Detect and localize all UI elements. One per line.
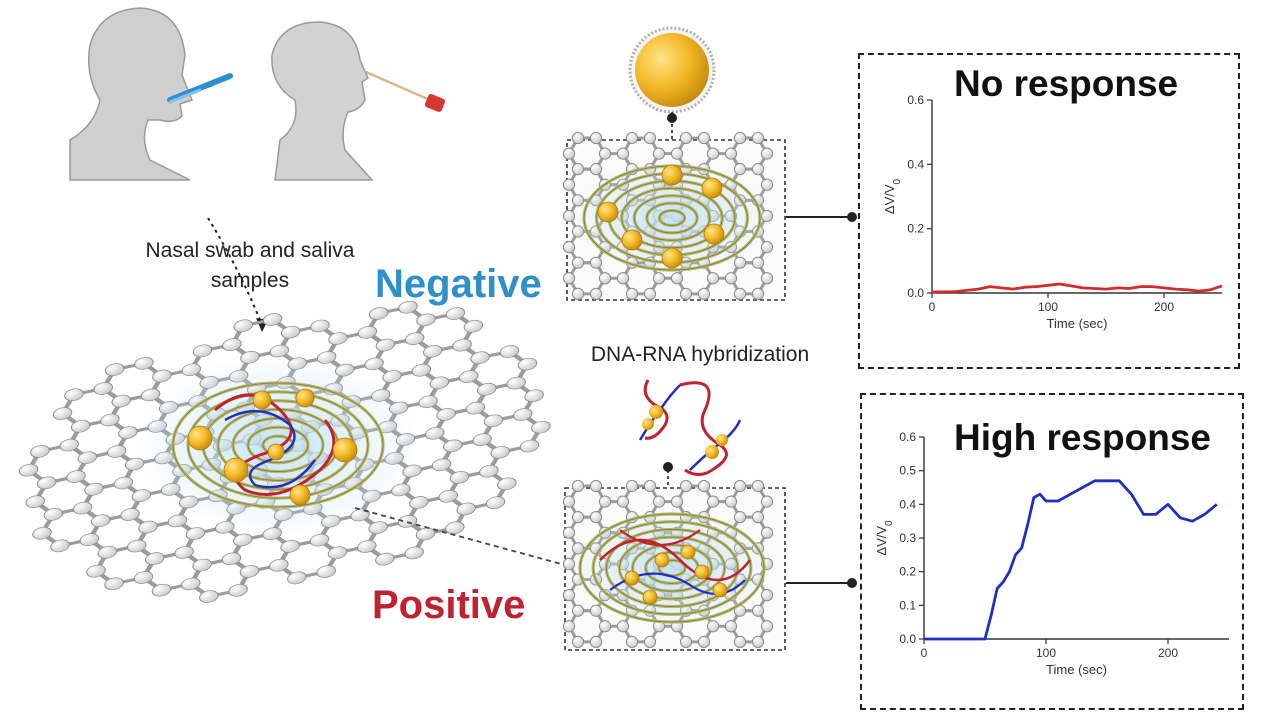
chart-title-high-response: High response [954, 417, 1211, 458]
y-tick-label: 0.6 [907, 93, 924, 107]
sample-caption: Nasal swab and saliva samples [110, 236, 390, 296]
x-axis-label: Time (sec) [1046, 662, 1107, 677]
zoom-connector [354, 507, 566, 566]
x-tick-label: 0 [929, 300, 936, 314]
x-tick-label: 0 [921, 646, 928, 660]
y-tick-label: 0.5 [899, 464, 916, 478]
person-nasal-swab-icon [271, 21, 446, 181]
y-axis-label: ΔV/V0 [874, 520, 895, 556]
x-tick-label: 100 [1036, 646, 1056, 660]
y-tick-label: 0.1 [899, 598, 916, 612]
series-line-0 [931, 282, 1223, 294]
negative-sensor [562, 131, 786, 301]
y-tick-label: 0.0 [907, 286, 924, 300]
y-tick-label: 0.4 [899, 497, 916, 511]
graphene-lattice-icon [18, 300, 551, 603]
sample-caption-line1: Nasal swab and saliva [145, 239, 355, 262]
person-saliva-swab-icon [69, 7, 233, 181]
hybridization-label: DNA-RNA hybridization [590, 343, 810, 366]
x-axis-label: Time (sec) [1047, 316, 1108, 331]
y-tick-label: 0.3 [899, 531, 916, 545]
sample-flow-arrow [207, 217, 263, 326]
y-tick-label: 0.6 [899, 430, 916, 444]
gold-nanoparticle-icon [628, 26, 716, 160]
y-tick-label: 0.2 [907, 222, 924, 236]
y-tick-label: 0.0 [899, 632, 916, 646]
negative-label: Negative [375, 262, 542, 306]
dna-rna-hybrid-icon [638, 379, 742, 488]
x-tick-label: 200 [1158, 646, 1178, 660]
y-tick-label: 0.4 [907, 157, 924, 171]
x-tick-label: 100 [1038, 300, 1058, 314]
positive-label: Positive [372, 583, 526, 627]
series-line-0 [924, 479, 1218, 641]
x-tick-label: 200 [1154, 300, 1174, 314]
y-tick-label: 0.2 [899, 565, 916, 579]
positive-sensor [562, 479, 786, 651]
chart-title-no-response: No response [954, 63, 1179, 104]
sample-caption-line2: samples [210, 269, 290, 292]
y-axis-label: ΔV/V0 [882, 178, 903, 214]
